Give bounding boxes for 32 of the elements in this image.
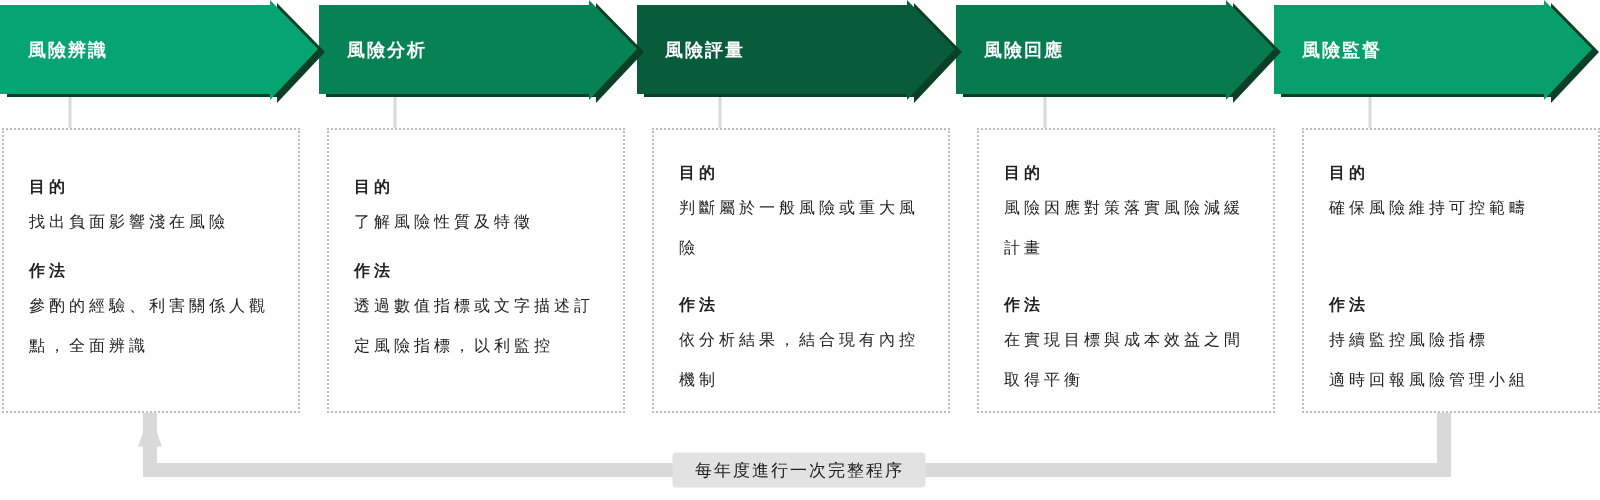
section-text: 風險因應對策落實風險減緩計畫 (1004, 197, 1245, 259)
section-text: 持續監控風險指標 (1329, 329, 1490, 351)
section-text: 透過數值指標或文字描述訂定風險指標，以利監控 (354, 295, 595, 357)
section-text: 了解風險性質及特徵 (354, 211, 535, 233)
section-text: 在實現目標與成本效益之間取得平衡 (1004, 329, 1245, 391)
step-title: 風險回應 (984, 38, 1064, 62)
section-text: 參酌的經驗、利害關係人觀點，全面辨識 (29, 295, 270, 357)
section-heading: 作法 (1004, 294, 1045, 316)
section-heading: 目的 (29, 176, 70, 198)
section-text: 判斷屬於一般風險或重大風險 (679, 197, 920, 259)
section-heading: 目的 (1329, 162, 1370, 184)
step-title: 風險分析 (347, 38, 427, 62)
section-heading: 作法 (679, 294, 720, 316)
section-heading: 目的 (354, 176, 395, 198)
section-text: 找出負面影響淺在風險 (29, 211, 230, 233)
step-title: 風險評量 (665, 38, 745, 62)
section-heading: 作法 (1329, 294, 1370, 316)
step-title: 風險辨識 (28, 38, 108, 62)
section-heading: 作法 (29, 260, 70, 282)
section-text: 確保風險維持可控範疇 (1329, 197, 1530, 219)
section-heading: 目的 (679, 162, 720, 184)
step-card (977, 128, 1275, 413)
step-card (1302, 128, 1600, 413)
section-text: 適時回報風險管理小組 (1329, 369, 1530, 391)
step-card (2, 128, 300, 413)
edge-label: 每年度進行一次完整程序 (672, 452, 926, 488)
section-heading: 作法 (354, 260, 395, 282)
step-card (327, 128, 625, 413)
section-heading: 目的 (1004, 162, 1045, 184)
section-text: 依分析結果，結合現有內控機制 (679, 329, 920, 391)
step-title: 風險監督 (1302, 38, 1382, 62)
step-card (652, 128, 950, 413)
